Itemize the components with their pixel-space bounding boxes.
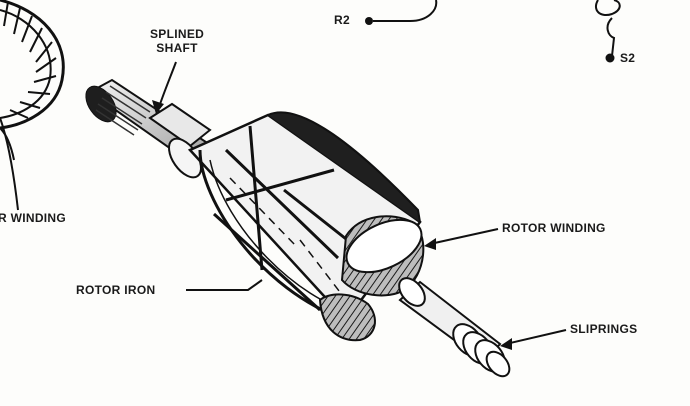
stator-winding-coil bbox=[0, 0, 65, 161]
sliprings-arrow bbox=[500, 338, 512, 350]
terminal-s2-label: S2 bbox=[620, 51, 636, 65]
rotor-iron-label: ROTOR IRON bbox=[76, 283, 156, 297]
sliprings-label: SLIPRINGS bbox=[570, 322, 638, 336]
splined-shaft-label-line1: SPLINED bbox=[150, 27, 205, 41]
slipring-shaft bbox=[398, 277, 511, 378]
rotor-winding-end bbox=[318, 215, 425, 342]
splined-shaft-arrow bbox=[152, 100, 164, 114]
rotor-winding-label: ROTOR WINDING bbox=[502, 221, 606, 235]
splined-shaft-label: SPLINED SHAFT bbox=[150, 27, 205, 56]
stator-winding-label: R WINDING bbox=[0, 211, 67, 225]
splined-shaft-label-line2: SHAFT bbox=[156, 40, 198, 55]
rotor-iron-leader bbox=[186, 279, 263, 291]
sliprings-leader bbox=[505, 329, 567, 345]
rotor-winding-leader bbox=[429, 228, 499, 245]
stator-winding-leader bbox=[0, 117, 19, 211]
rotor-winding-arrow bbox=[424, 238, 436, 250]
terminal-r2-wire bbox=[365, 0, 438, 25]
splined-shaft bbox=[85, 78, 220, 179]
splined-shaft-leader bbox=[157, 61, 177, 111]
terminal-s2-wire bbox=[594, 0, 621, 63]
terminal-r2-label: R2 bbox=[334, 13, 350, 27]
